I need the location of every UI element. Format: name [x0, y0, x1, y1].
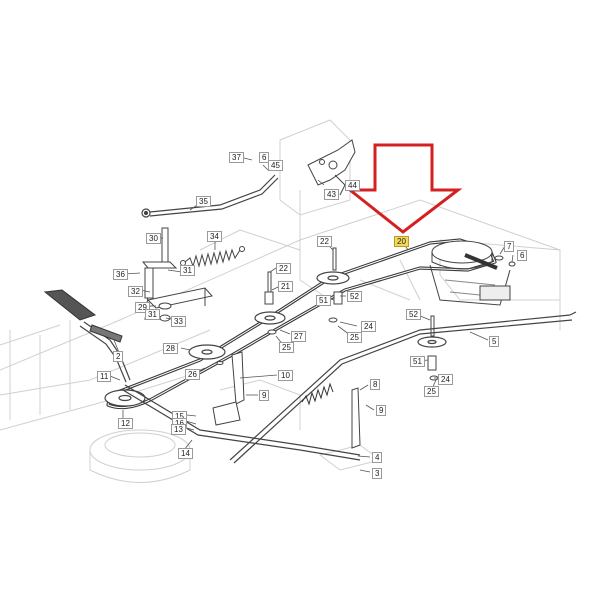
- callout-35: 35: [196, 196, 211, 207]
- down-arrow-icon: [345, 143, 463, 234]
- callout-14: 14: [178, 448, 193, 459]
- callout-31-lower: 31: [145, 309, 160, 320]
- callout-24: 24: [361, 321, 376, 332]
- callout-22-mid: 22: [276, 263, 291, 274]
- callout-34: 34: [207, 231, 222, 242]
- callout-52: 52: [347, 291, 362, 302]
- callout-10: 10: [278, 370, 293, 381]
- callout-3: 3: [372, 468, 383, 479]
- idler-arm-left: [141, 227, 213, 322]
- callout-31: 31: [180, 265, 195, 276]
- callout-37: 37: [229, 152, 244, 163]
- callout-52-right: 52: [406, 309, 421, 320]
- callout-33: 33: [171, 316, 186, 327]
- callout-29: 29: [135, 302, 150, 313]
- linkage-rod: [141, 174, 279, 218]
- callout-26: 26: [185, 369, 200, 380]
- callout-8: 8: [370, 379, 381, 390]
- callout-9-right: 9: [376, 405, 387, 416]
- callout-6-right: 6: [517, 250, 528, 261]
- callout-6: 6: [259, 152, 270, 163]
- callout-11: 11: [97, 371, 112, 382]
- callout-24-right: 24: [438, 374, 453, 385]
- callout-13: 13: [171, 424, 186, 435]
- tension-spring: [180, 246, 245, 268]
- callout-5: 5: [489, 336, 500, 347]
- lever-plate: [307, 139, 356, 196]
- bolts: [216, 247, 516, 381]
- gearbox: [429, 240, 511, 306]
- return-spring: [301, 382, 334, 406]
- callout-2: 2: [113, 351, 124, 362]
- callout-28: 28: [163, 343, 178, 354]
- callout-7: 7: [504, 241, 515, 252]
- callout-12: 12: [118, 418, 133, 429]
- callout-45: 45: [268, 160, 283, 171]
- pulleys: [104, 271, 447, 407]
- callout-25: 25: [347, 332, 362, 343]
- callout-51-right: 51: [410, 356, 425, 367]
- bracket-arm: [212, 351, 361, 449]
- pedal: [43, 289, 123, 343]
- chassis-frame: [0, 119, 561, 483]
- callout-32: 32: [128, 286, 143, 297]
- callout-22: 22: [317, 236, 332, 247]
- callout-30: 30: [146, 233, 161, 244]
- callout-36: 36: [113, 269, 128, 280]
- callout-44: 44: [345, 180, 360, 191]
- callout-21: 21: [278, 281, 293, 292]
- callout-27: 27: [291, 331, 306, 342]
- control-rods: [79, 311, 577, 464]
- callout-20-highlighted: 20: [394, 236, 409, 247]
- callout-51: 51: [316, 295, 331, 306]
- callout-25-mid: 25: [279, 342, 294, 353]
- callout-25-right: 25: [424, 386, 439, 397]
- callout-43: 43: [324, 189, 339, 200]
- callout-4: 4: [372, 452, 383, 463]
- callout-9: 9: [259, 390, 270, 401]
